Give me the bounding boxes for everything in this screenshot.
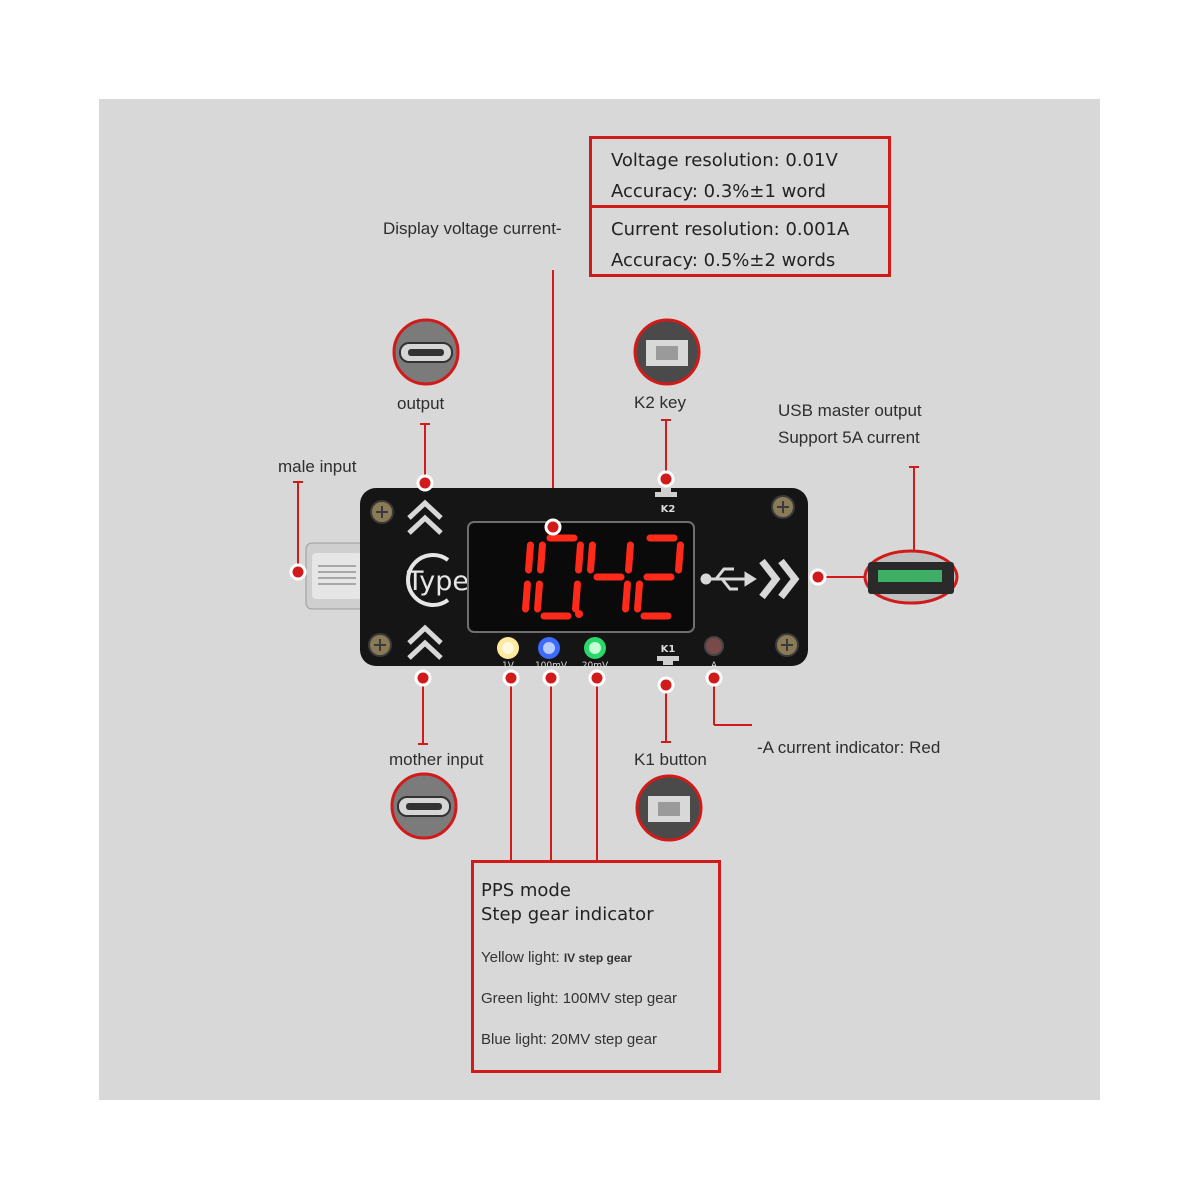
voltage-resolution: Voltage resolution: 0.01V bbox=[611, 150, 838, 171]
forward-chevrons-icon bbox=[759, 558, 800, 600]
led-1v-label: 1V bbox=[502, 661, 515, 671]
pps-title: PPS mode bbox=[481, 880, 571, 901]
usb-symbol-icon bbox=[700, 567, 757, 591]
k2-key-inset bbox=[633, 318, 701, 386]
usb-output-label: USB master output bbox=[778, 401, 922, 420]
callout-markers bbox=[289, 470, 827, 694]
a-current-indicator-led bbox=[704, 636, 724, 656]
digit-segment bbox=[625, 541, 634, 574]
k1-button-on-board: K1 bbox=[657, 644, 679, 665]
type-c-logo-icon: Type bbox=[406, 553, 469, 607]
up-chevrons-icon bbox=[407, 499, 443, 535]
digit-segment bbox=[534, 580, 543, 613]
k1-button-inset bbox=[635, 774, 703, 842]
pps-yellow-line: Yellow light: IV step gear bbox=[481, 949, 632, 966]
digit-segment bbox=[675, 541, 684, 574]
voltage-accuracy: Accuracy: 0.3%±1 word bbox=[611, 181, 826, 202]
k2-key-on-board: K2 bbox=[655, 488, 677, 515]
male-input-label: male input bbox=[278, 457, 357, 476]
down-chevrons-icon bbox=[407, 624, 443, 660]
digit-segment bbox=[572, 580, 581, 613]
output-label: output bbox=[397, 394, 445, 413]
digit-segment bbox=[537, 541, 546, 574]
led-20mv-label: 20mV bbox=[582, 661, 609, 671]
pps-yellow-suffix: IV step gear bbox=[563, 951, 632, 965]
brand-text: Type bbox=[406, 566, 469, 597]
digit-segment bbox=[622, 580, 631, 613]
current-accuracy: Accuracy: 0.5%±2 words bbox=[611, 250, 836, 271]
led-100mv-label: 100mV bbox=[535, 661, 568, 671]
k1-button-label: K1 button bbox=[634, 750, 707, 769]
voltage-spec-box: Voltage resolution: 0.01V Accuracy: 0.3%… bbox=[589, 136, 891, 208]
pps-blue-line: Blue light: 20MV step gear bbox=[481, 1031, 657, 1048]
callout-lines bbox=[293, 270, 919, 860]
mother-input-label: mother input bbox=[389, 750, 484, 769]
a-indicator-label: -A current indicator: Red bbox=[757, 738, 941, 757]
decimal-point bbox=[575, 610, 583, 618]
usb-current-label: Support 5A current bbox=[778, 428, 920, 447]
k2-board-label: K2 bbox=[661, 504, 676, 515]
led-indicators bbox=[497, 637, 606, 659]
output-port-inset bbox=[392, 318, 460, 386]
k2-key-label: K2 key bbox=[634, 393, 686, 412]
mother-input-port-inset bbox=[390, 772, 458, 840]
k1-board-label: K1 bbox=[661, 644, 676, 655]
usb-a-port bbox=[863, 549, 959, 605]
digit-segment bbox=[634, 580, 643, 613]
current-spec-box: Current resolution: 0.001A Accuracy: 0.5… bbox=[589, 205, 891, 277]
seven-segment-digits bbox=[522, 534, 684, 620]
a-label: A bbox=[711, 661, 718, 671]
digit-segment bbox=[525, 541, 534, 574]
current-resolution: Current resolution: 0.001A bbox=[611, 219, 850, 240]
pps-yellow-prefix: Yellow light: bbox=[481, 949, 560, 966]
male-usb-c-plug bbox=[305, 542, 369, 610]
display-label: Display voltage current- bbox=[383, 219, 562, 238]
pps-green-line: Green light: 100MV step gear bbox=[481, 990, 677, 1007]
pps-mode-box: PPS mode Step gear indicator Yellow ligh… bbox=[471, 860, 721, 1073]
digit-segment bbox=[587, 541, 596, 574]
digit-segment bbox=[522, 580, 531, 613]
pps-subtitle: Step gear indicator bbox=[481, 904, 654, 925]
digit-segment bbox=[575, 541, 584, 574]
